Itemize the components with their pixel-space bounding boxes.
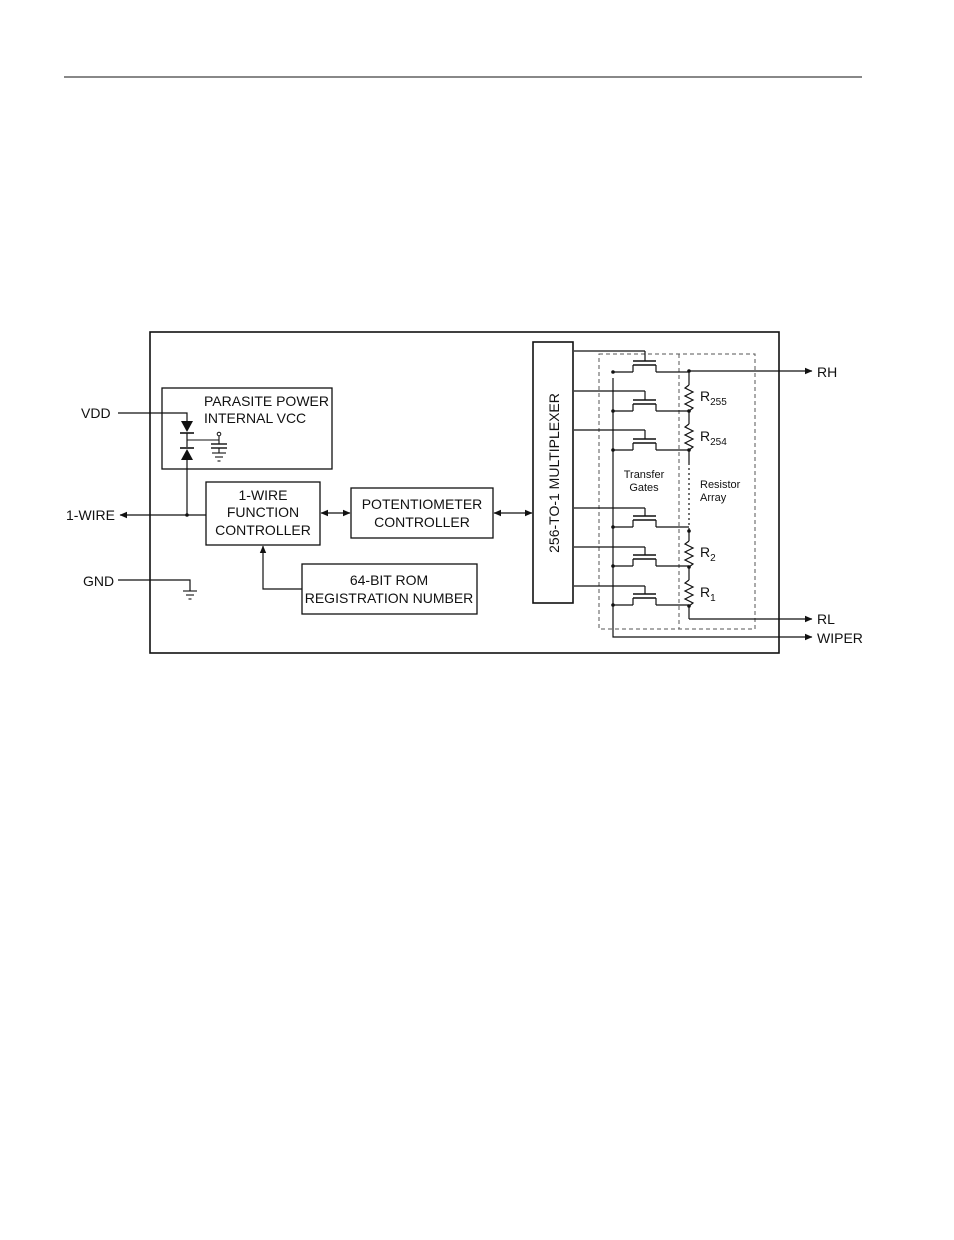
diode-upper-icon (180, 421, 194, 433)
gnd-ground-icon (183, 591, 197, 599)
rom-fc-link (263, 546, 302, 589)
resistor-r255-icon (685, 385, 693, 411)
pc-label-line1: POTENTIOMETER (362, 496, 483, 512)
pc-label-line2: CONTROLLER (374, 514, 470, 530)
pin-label-1wire: 1-WIRE (66, 507, 115, 523)
transfer-gates-label-line1: Transfer (624, 469, 665, 481)
pin-label-rh: RH (817, 364, 837, 380)
pin-label-gnd: GND (83, 573, 114, 589)
parasite-label-line1: PARASITE POWER (204, 393, 329, 409)
pin-label-vdd: VDD (81, 405, 111, 421)
mux-label: 256-TO-1 MULTIPLEXER (546, 393, 562, 553)
r254-label: R254 (700, 428, 727, 448)
resistor-array-label-line1: Resistor (700, 479, 741, 491)
parasite-label-line2: INTERNAL VCC (204, 410, 306, 426)
pin-label-wiper: WIPER (817, 630, 863, 646)
transfer-gates-label-line2: Gates (629, 482, 659, 494)
transfer-gates-region (599, 354, 755, 629)
capacitor-icon (211, 432, 227, 453)
resistor-r2-icon (685, 541, 693, 567)
gnd-wire (118, 580, 190, 591)
r255-label: R255 (700, 388, 727, 408)
diode-lower-icon (180, 448, 194, 460)
rom-label-line1: 64-BIT ROM (350, 572, 428, 588)
fc-label-line3: CONTROLLER (215, 522, 311, 538)
rom-label-line2: REGISTRATION NUMBER (305, 590, 474, 606)
r2-label: R2 (700, 544, 716, 564)
resistor-r254-icon (685, 424, 693, 450)
pin-label-rl: RL (817, 611, 835, 627)
fc-label-line1: 1-WIRE (239, 487, 288, 503)
ground-icon (212, 453, 226, 461)
r1-label: R1 (700, 584, 716, 604)
vdd-wire (118, 413, 187, 421)
resistor-r1-icon (685, 580, 693, 606)
fc-label-line2: FUNCTION (227, 504, 299, 520)
resistor-array-label-line2: Array (700, 492, 727, 504)
